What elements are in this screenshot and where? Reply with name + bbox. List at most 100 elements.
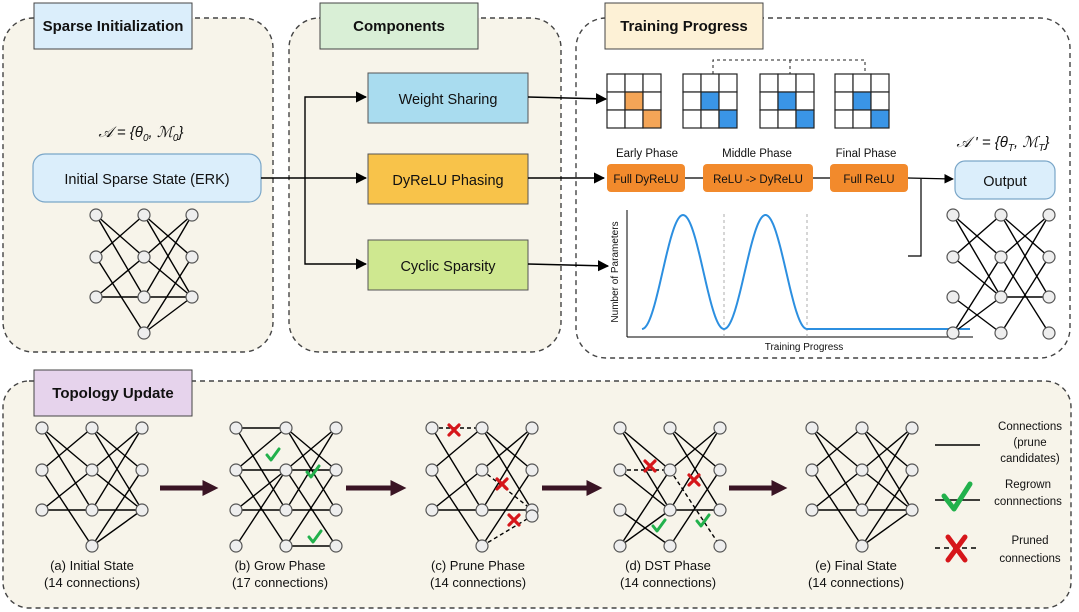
connection	[95, 256, 145, 298]
stage-c-name: (c) Prune Phase	[431, 558, 525, 573]
weight-matrix-4	[834, 73, 890, 129]
connection	[669, 427, 721, 511]
matrix-cell	[852, 91, 872, 111]
topology-update-panel	[2, 380, 1072, 609]
neuron	[475, 539, 489, 553]
connection	[619, 469, 671, 511]
neural-networks	[35, 208, 1056, 553]
weight-matrices	[606, 73, 890, 129]
neuron	[805, 503, 819, 517]
sparse-init-title-box	[33, 2, 193, 50]
matrix-cell	[777, 73, 797, 93]
matrix-cell	[834, 109, 854, 129]
neuron	[946, 326, 960, 340]
neuron	[713, 463, 727, 477]
legend-connections-3: candidates)	[1000, 453, 1060, 465]
components-title-box	[319, 2, 479, 50]
connection	[95, 256, 145, 334]
connection	[1000, 214, 1050, 298]
cross-icon	[447, 423, 461, 437]
matrix-cell	[759, 73, 779, 93]
neuron	[135, 463, 149, 477]
neuron	[35, 503, 49, 517]
matrix-cell	[642, 91, 662, 111]
stage-d-count: (14 connections)	[620, 575, 716, 590]
neuron	[713, 421, 727, 435]
connection	[481, 427, 533, 471]
neuron	[329, 463, 343, 477]
sparse-init-title: Sparse Initialization	[43, 18, 184, 35]
neuron	[329, 539, 343, 553]
weight-matrix-2	[682, 73, 738, 129]
neuron	[946, 290, 960, 304]
neuron	[905, 463, 919, 477]
neuron	[613, 539, 627, 553]
connection	[1000, 214, 1050, 258]
neuron	[137, 250, 151, 264]
neuron	[713, 503, 727, 517]
matrix-cell	[759, 91, 779, 111]
neuron	[1042, 250, 1056, 264]
neuron	[1042, 326, 1056, 340]
matrix-cell	[606, 109, 626, 129]
matrix-cell	[700, 109, 720, 129]
legend-connections-2: (prune	[1013, 437, 1046, 449]
stage-a-count: (14 connections)	[44, 575, 140, 590]
middle-phase-label: Middle Phase	[722, 148, 792, 160]
connection	[285, 469, 337, 547]
early-phase-box	[607, 164, 685, 192]
connection	[143, 256, 193, 298]
matrix-cell	[642, 73, 662, 93]
matrix-cell	[606, 73, 626, 93]
initial-sparse-state-label: Initial Sparse State (ERK)	[64, 172, 229, 188]
final-phase-box	[830, 164, 908, 192]
connection	[431, 469, 483, 511]
pruned-connection	[481, 515, 533, 547]
neuron	[713, 539, 727, 553]
output-network	[946, 208, 1056, 340]
neuron	[185, 250, 199, 264]
connection	[235, 427, 287, 471]
stage-b-count: (17 connections)	[232, 575, 328, 590]
matrix-cell	[700, 91, 720, 111]
connection	[861, 469, 913, 547]
neuron	[613, 463, 627, 477]
connection	[481, 427, 533, 511]
matrix-cell	[700, 73, 720, 93]
connection	[481, 469, 533, 547]
init-to-components-arrows	[261, 91, 610, 272]
neuron	[994, 290, 1008, 304]
matrix-cell	[682, 73, 702, 93]
connection	[619, 469, 671, 547]
neuron	[855, 539, 869, 553]
neuron	[137, 326, 151, 340]
stage-a-name: (a) Initial State	[50, 558, 134, 573]
connection	[811, 469, 863, 511]
stage-captions: (a) Initial State (14 connections) (b) G…	[44, 558, 904, 590]
connection	[619, 509, 671, 547]
connection	[861, 427, 913, 471]
neuron	[663, 539, 677, 553]
connection	[285, 427, 337, 471]
legend-regrown-1: Regrown	[1005, 479, 1051, 491]
connection	[91, 509, 143, 547]
cyclic-sparsity-box	[367, 239, 529, 291]
network-initial-state	[35, 421, 149, 553]
neuron	[35, 463, 49, 477]
matrix-cell	[718, 109, 738, 129]
check-icon	[941, 481, 973, 512]
check-icon	[307, 529, 323, 544]
early-phase-label: Early Phase	[616, 148, 678, 160]
cross-icon	[643, 459, 657, 473]
phase-connectors	[685, 174, 954, 257]
connection	[431, 427, 483, 471]
matrix-cell	[834, 73, 854, 93]
neuron	[425, 421, 439, 435]
neuron	[525, 509, 539, 523]
output-box	[954, 160, 1056, 200]
matrix-sharing-brackets	[712, 59, 866, 74]
topology-update-title-box	[33, 369, 193, 417]
neuron	[137, 290, 151, 304]
connection	[811, 427, 863, 511]
neuron	[613, 503, 627, 517]
